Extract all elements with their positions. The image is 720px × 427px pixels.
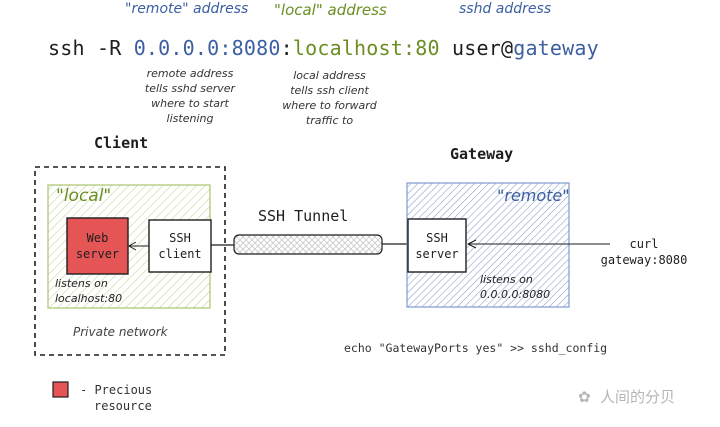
gatewayports-config-command: echo "GatewayPorts yes" >> sshd_config — [344, 341, 608, 355]
note-line: local address — [293, 69, 366, 82]
remote-zone-label: "remote" — [497, 186, 570, 205]
legend-line: resource — [94, 399, 152, 413]
ssh-server-box — [407, 218, 467, 273]
note-line: listens on — [480, 273, 533, 286]
web-server-box — [66, 217, 129, 275]
client-listens-note: listens on localhost:80 — [55, 276, 122, 306]
note-line: tells ssh client — [290, 84, 369, 97]
label-line: client — [158, 247, 202, 261]
gateway-title: Gateway — [450, 145, 514, 163]
cmd-remote-part: 0.0.0.0:8080 — [133, 36, 281, 60]
cmd-user: user@ — [439, 36, 514, 60]
note-line: 0.0.0.0:8080 — [480, 288, 551, 301]
arrowhead-icon — [466, 239, 477, 249]
curl-command: curl gateway:8080 — [596, 236, 692, 268]
legend-line: - Precious — [80, 383, 153, 397]
label-line: Web — [86, 231, 109, 245]
note-line: where to forward — [282, 99, 377, 112]
cmd-prefix: ssh -R — [48, 36, 134, 60]
private-network-label: Private network — [73, 325, 168, 339]
ssh-client-label: SSH client — [149, 230, 211, 262]
label-line: gateway:8080 — [600, 253, 688, 267]
note-line: listening — [166, 112, 214, 125]
watermark: ✿ 人间的分贝 — [578, 386, 675, 407]
cmd-host: gateway — [513, 36, 599, 60]
note-line: tells sshd server — [144, 82, 236, 95]
ssh-tunnel-label: SSH Tunnel — [258, 207, 349, 225]
legend-precious-swatch — [52, 381, 69, 398]
local-address-note: local address tells ssh client where to … — [272, 68, 387, 128]
label-line: curl — [629, 237, 659, 251]
local-address-label: "local" address — [274, 1, 387, 19]
ssh-client-box — [148, 219, 212, 273]
web-server-label: Web server — [67, 230, 128, 262]
cmd-local-part: localhost:80 — [292, 36, 440, 60]
client-title: Client — [94, 134, 149, 152]
note-line: traffic to — [305, 114, 354, 127]
note-line: localhost:80 — [55, 292, 123, 305]
ssh-tunnel — [233, 234, 383, 255]
ssh-command: ssh -R 0.0.0.0:8080:localhost:80 user@ga… — [48, 36, 599, 60]
private-network-boundary — [34, 166, 226, 356]
ssh-server-label: SSH server — [408, 230, 466, 262]
remote-address-label: "remote" address — [125, 1, 249, 17]
label-line: server — [75, 247, 120, 261]
label-line: server — [415, 247, 459, 261]
label-line: SSH — [169, 231, 191, 245]
gateway-listens-note: listens on 0.0.0.0:8080 — [480, 272, 550, 302]
note-line: listens on — [55, 277, 108, 290]
label-line: SSH — [426, 231, 448, 245]
local-zone-label: "local" — [56, 186, 112, 206]
note-line: where to start — [151, 97, 229, 110]
remote-address-note: remote address tells sshd server where t… — [135, 66, 245, 126]
legend-text: - Precious resource — [80, 382, 152, 414]
arrowhead-icon — [127, 241, 137, 251]
sshd-address-label: sshd address — [459, 1, 552, 17]
wechat-icon: ✿ — [578, 388, 591, 406]
cmd-sep: : — [280, 36, 293, 60]
watermark-text: 人间的分贝 — [600, 388, 676, 406]
note-line: remote address — [146, 67, 234, 80]
